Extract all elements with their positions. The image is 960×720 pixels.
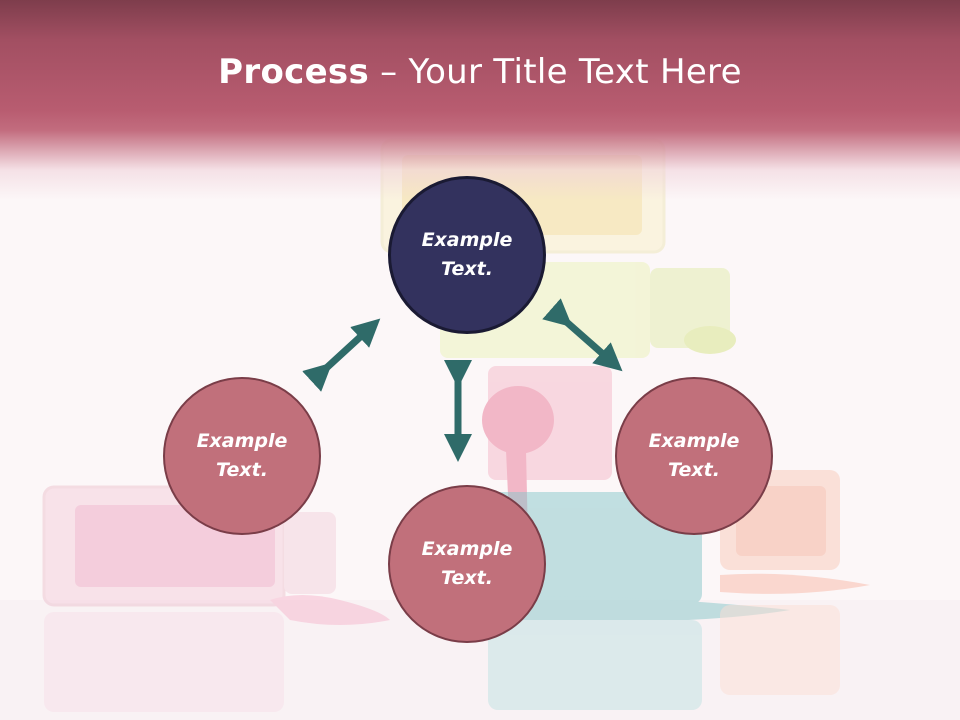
process-node-right[interactable]: Example Text. [615, 377, 773, 535]
process-node-left[interactable]: Example Text. [163, 377, 321, 535]
slide-title: Process – Your Title Text Here [0, 52, 960, 92]
process-node-top[interactable]: Example Text. [388, 176, 546, 334]
node-bottom-label: Example Text. [421, 538, 513, 589]
process-node-bottom[interactable]: Example Text. [388, 485, 546, 643]
title-bar [0, 0, 960, 200]
title-rest-part: – Your Title Text Here [369, 52, 742, 92]
node-top-label: Example Text. [421, 229, 513, 280]
title-bold-part: Process [218, 52, 370, 92]
arrow-top-left [302, 318, 381, 392]
node-left-label: Example Text. [196, 430, 288, 481]
node-right-label: Example Text. [648, 430, 740, 481]
arrow-top-right [542, 298, 623, 372]
